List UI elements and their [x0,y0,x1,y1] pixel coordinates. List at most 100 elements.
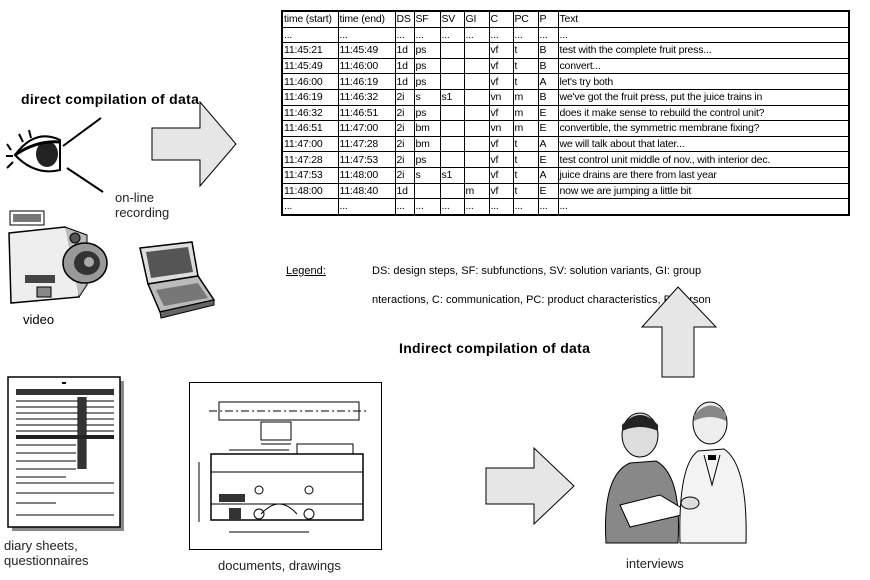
table-cell: ... [413,26,441,44]
online-label-line1: on-line [115,190,155,205]
table-header-cell: SF [413,10,441,28]
table-cell: A [537,166,559,184]
table-row: .............................. [281,198,850,216]
table-cell: ... [557,198,850,216]
table-cell: B [537,42,559,59]
table-cell: 11:46:32 [281,104,339,122]
interview-people-icon [605,401,747,544]
diary-label-line1: diary sheets, [4,538,78,553]
table-cell: let's try both [557,73,850,90]
table-cell: 11:46:51 [337,104,396,122]
table-cell [463,42,490,59]
table-cell: 1d [394,73,415,90]
questionnaire-sheet-icon [7,376,124,531]
table-cell: 11:46:19 [337,73,396,90]
table-cell: ... [463,198,490,216]
laptop-icon [139,241,216,319]
table-cell: ... [463,26,490,44]
table-cell: ps [413,73,441,90]
table-cell [439,151,465,168]
table-cell: vf [488,151,514,168]
table-cell: ... [537,198,559,216]
table-cell: ... [488,26,514,44]
indirect-compilation-title: Indirect compilation of data [399,340,591,356]
table-cell: 1d [394,42,415,59]
table-cell: t [512,151,539,168]
table-cell: 2i [394,120,415,137]
table-cell: 1d [394,182,415,200]
table-cell: bm [413,120,441,137]
table-cell: ... [281,26,339,44]
table-cell: ... [512,26,539,44]
table-cell: ... [557,26,850,44]
table-cell: 1d [394,57,415,75]
table-cell: s [413,88,441,106]
table-cell: ... [413,198,441,216]
table-cell: ... [488,198,514,216]
table-cell: vf [488,73,514,90]
table-cell: E [537,182,559,200]
eye-icon [6,117,104,193]
table-cell: E [537,151,559,168]
table-cell [439,57,465,75]
table-cell: B [537,57,559,75]
table-cell: 2i [394,104,415,122]
table-cell [439,120,465,137]
table-header-cell: time (start) [281,10,339,28]
table-cell: t [512,42,539,59]
video-label: video [23,312,55,327]
table-cell: 2i [394,166,415,184]
table-cell: m [512,88,539,106]
table-cell: 2i [394,135,415,153]
table-cell: A [537,73,559,90]
table-cell: convert... [557,57,850,75]
table-header-cell: P [537,10,559,28]
table-cell: does it make sense to rebuild the contro… [557,104,850,122]
table-cell: convertible, the symmetric membrane fixi… [557,120,850,137]
online-label-line2: recording [115,205,170,220]
table-cell: t [512,182,539,200]
table-cell: ps [413,42,441,59]
table-cell [463,135,490,153]
table-cell: t [512,73,539,90]
table-cell: ... [512,198,539,216]
table-cell: 11:48:00 [337,166,396,184]
video-camera-icon [8,210,108,304]
table-cell: ... [394,26,415,44]
table-cell [439,73,465,90]
table-cell: 11:47:28 [337,135,396,153]
table-cell: we've got the fruit press, put the juice… [557,88,850,106]
table-header-cell: Text [557,10,850,28]
documents-label: documents, drawings [218,558,341,573]
table-cell: ... [337,198,396,216]
direct-compilation-title: direct compilation of data [21,91,200,107]
table-cell [463,57,490,75]
legend-line1: DS: design steps, SF: subfunctions, SV: … [372,265,702,277]
table-cell: E [537,120,559,137]
table-cell: s1 [439,166,465,184]
table-cell: 11:48:40 [337,182,396,200]
table-header-cell: SV [439,10,465,28]
table-cell [463,88,490,106]
table-cell: 11:47:53 [337,151,396,168]
table-cell: vf [488,104,514,122]
table-cell: test with the complete fruit press... [557,42,850,59]
table-cell [439,135,465,153]
table-cell: vn [488,88,514,106]
table-cell: m [512,120,539,137]
arrow-right-icon [151,100,237,188]
table-cell: s [413,166,441,184]
table-header-cell: PC [512,10,539,28]
table-row: .............................. [281,26,850,44]
table-cell: ... [439,198,465,216]
table-cell: t [512,135,539,153]
arrow-up-icon [640,286,718,378]
table-cell: vf [488,166,514,184]
legend-label: Legend: [286,265,326,277]
